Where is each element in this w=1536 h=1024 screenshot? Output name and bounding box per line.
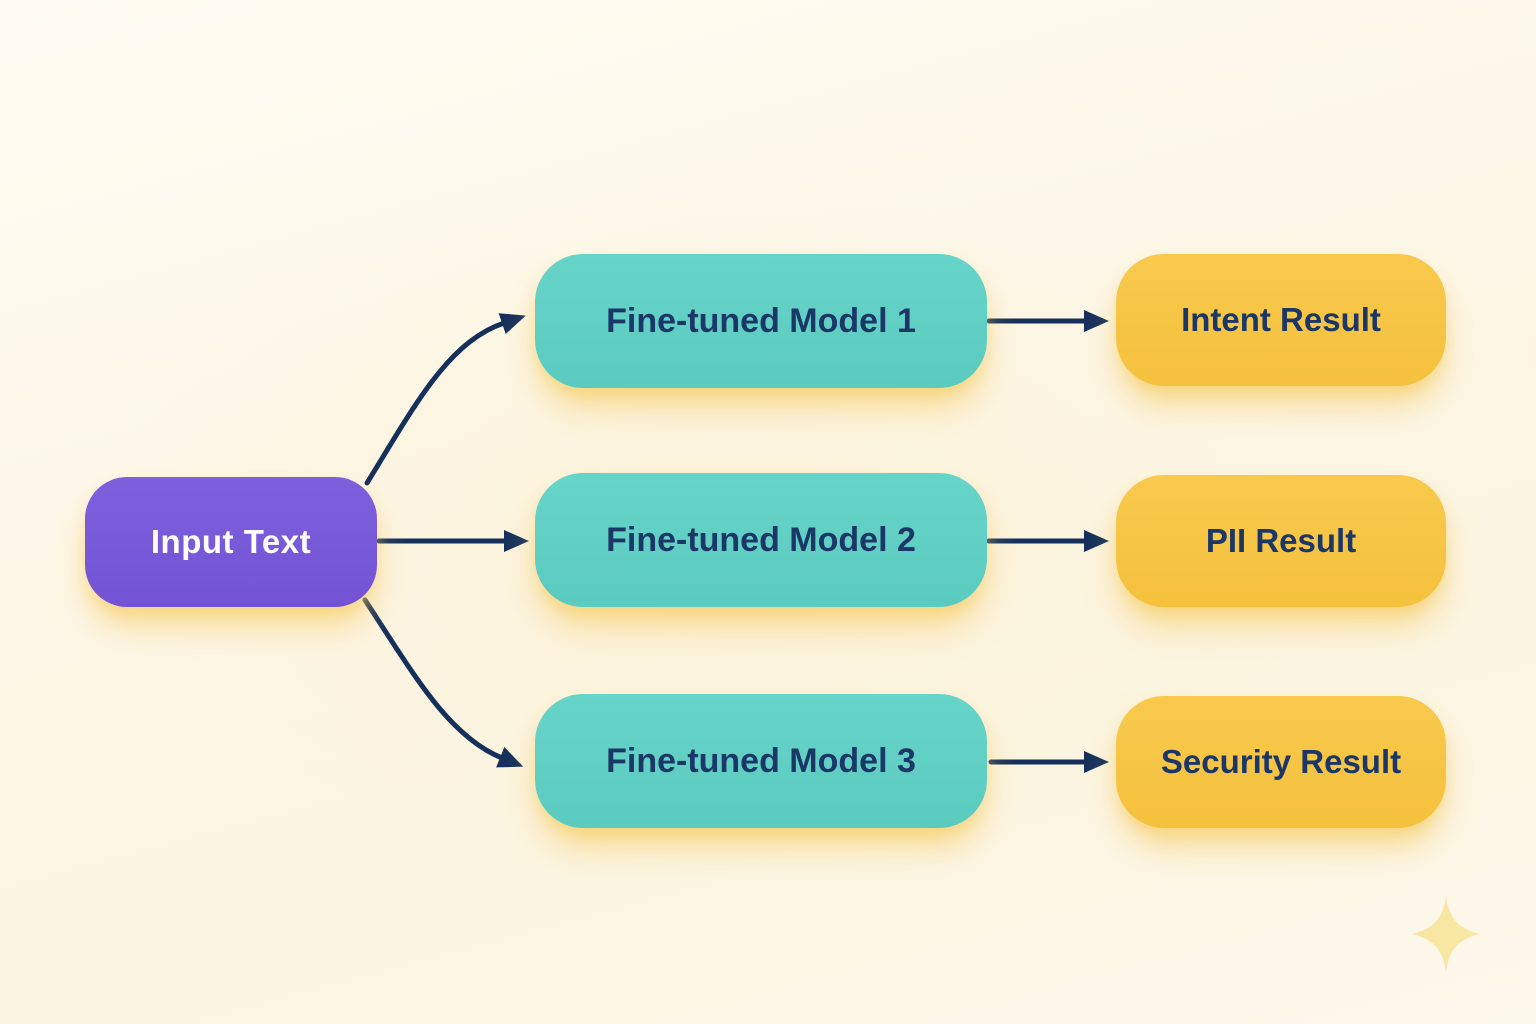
node-intent-result: Intent Result — [1116, 254, 1446, 386]
node-security-result-label: Security Result — [1160, 743, 1402, 780]
sparkle-icon — [1412, 896, 1480, 972]
node-input-text: Input Text — [85, 477, 377, 607]
node-intent-result-label: Intent Result — [1181, 301, 1381, 338]
node-security-result: Security Result — [1116, 696, 1446, 828]
node-fine-tuned-model-3-label: Fine-tuned Model 3 — [606, 741, 916, 780]
node-pii-result: PII Result — [1116, 475, 1446, 607]
node-pii-result-label: PII Result — [1205, 522, 1357, 559]
node-input-text-label: Input Text — [150, 523, 312, 560]
edge-input-to-model-1 — [364, 313, 526, 486]
node-fine-tuned-model-2-label: Fine-tuned Model 2 — [606, 520, 916, 559]
node-fine-tuned-model-1-label: Fine-tuned Model 1 — [606, 301, 916, 340]
node-fine-tuned-model-3: Fine-tuned Model 3 — [535, 694, 987, 828]
node-fine-tuned-model-1: Fine-tuned Model 1 — [535, 254, 987, 388]
node-fine-tuned-model-2: Fine-tuned Model 2 — [535, 473, 987, 607]
edge-input-to-model-3 — [362, 597, 524, 768]
